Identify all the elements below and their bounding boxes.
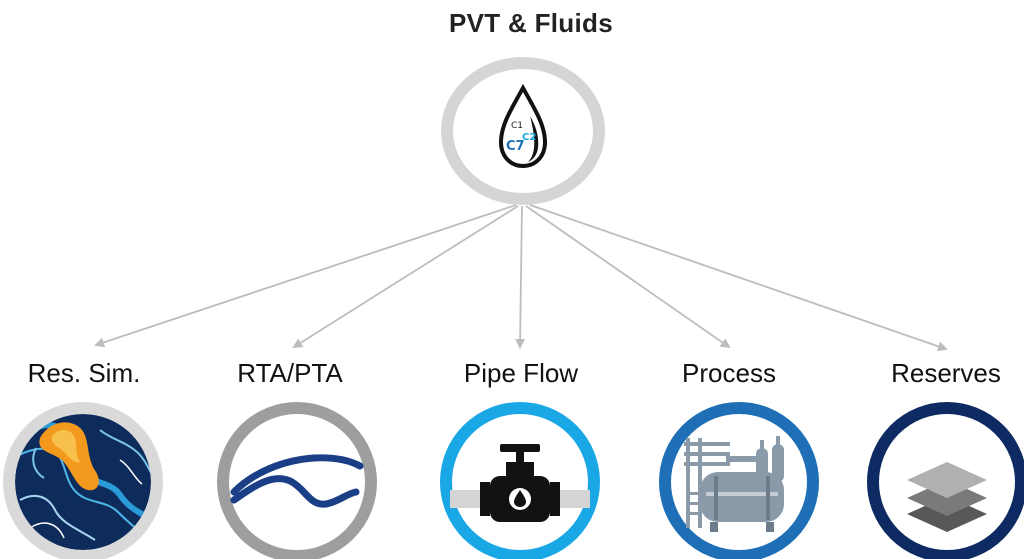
oil-drop-icon: C1 C7 C2: [498, 83, 548, 169]
process-plant-icon: [684, 436, 784, 532]
drop-label-c1: C1: [511, 121, 523, 131]
node-label-reserves: Reserves: [891, 358, 1001, 388]
contour-map-icon: [15, 414, 151, 550]
pipe-valve-icon: [450, 444, 590, 522]
connector-pipe-flow: [515, 205, 526, 349]
connector-process: [525, 205, 731, 349]
node-label-pipe-flow: Pipe Flow: [463, 358, 579, 388]
node-circle-res-sim: [3, 402, 163, 559]
node-circle-reserves: [867, 402, 1024, 559]
node-label-process: Process: [682, 358, 776, 388]
connector-rta-pta: [292, 205, 519, 349]
node-circle-rta-pta: [217, 402, 377, 559]
drop-label-c7: C7: [506, 139, 525, 154]
node-label-res-sim: Res. Sim.: [27, 358, 141, 388]
decline-curve-icon: [230, 454, 364, 508]
connector-res-sim: [94, 204, 517, 348]
drop-label-c2: C2: [522, 132, 536, 143]
connector-reserves: [529, 204, 948, 352]
node-circle-pipe-flow: [440, 402, 600, 559]
stacked-layers-icon: [907, 462, 987, 532]
root-node-title: PVT & Fluids: [449, 8, 613, 38]
node-circle-process: [659, 402, 819, 559]
root-node-circle: C1 C7 C2: [441, 57, 605, 205]
node-label-rta-pta: RTA/PTA: [237, 358, 343, 388]
